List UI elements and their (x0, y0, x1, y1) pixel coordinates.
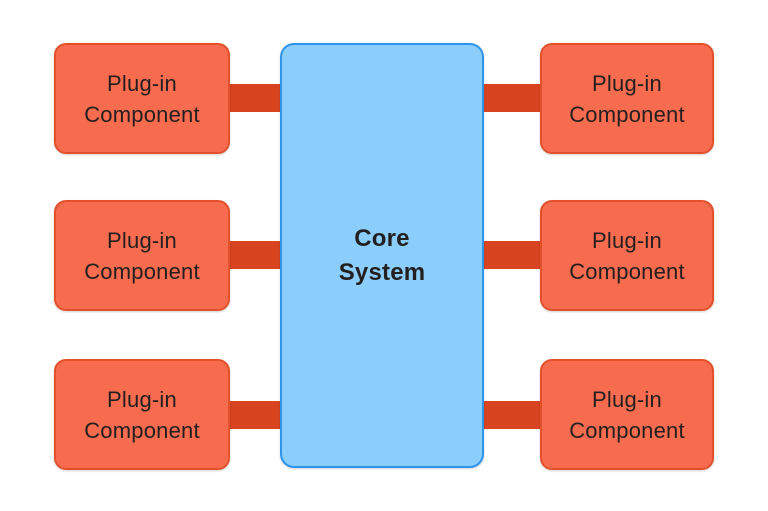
connector-right-bottom (480, 401, 544, 429)
core-system-box: Core System (280, 43, 484, 468)
core-system-label: Core System (338, 224, 426, 286)
connector-right-top (480, 84, 544, 112)
plugin-component-box-right-bottom: Plug-in Component (540, 359, 714, 470)
connector-left-middle (224, 241, 286, 269)
plugin-component-label: Plug-in Component (569, 227, 685, 284)
connector-left-bottom (224, 401, 286, 429)
plugin-component-label: Plug-in Component (84, 70, 200, 127)
plugin-component-box-right-middle: Plug-in Component (540, 200, 714, 311)
plugin-component-box-right-top: Plug-in Component (540, 43, 714, 154)
plugin-component-box-left-bottom: Plug-in Component (54, 359, 230, 470)
plugin-component-label: Plug-in Component (84, 227, 200, 284)
connector-left-top (224, 84, 286, 112)
connector-right-middle (480, 241, 544, 269)
plugin-component-label: Plug-in Component (569, 70, 685, 127)
plugin-component-label: Plug-in Component (569, 386, 685, 443)
plugin-component-box-left-middle: Plug-in Component (54, 200, 230, 311)
plugin-component-label: Plug-in Component (84, 386, 200, 443)
plugin-component-box-left-top: Plug-in Component (54, 43, 230, 154)
